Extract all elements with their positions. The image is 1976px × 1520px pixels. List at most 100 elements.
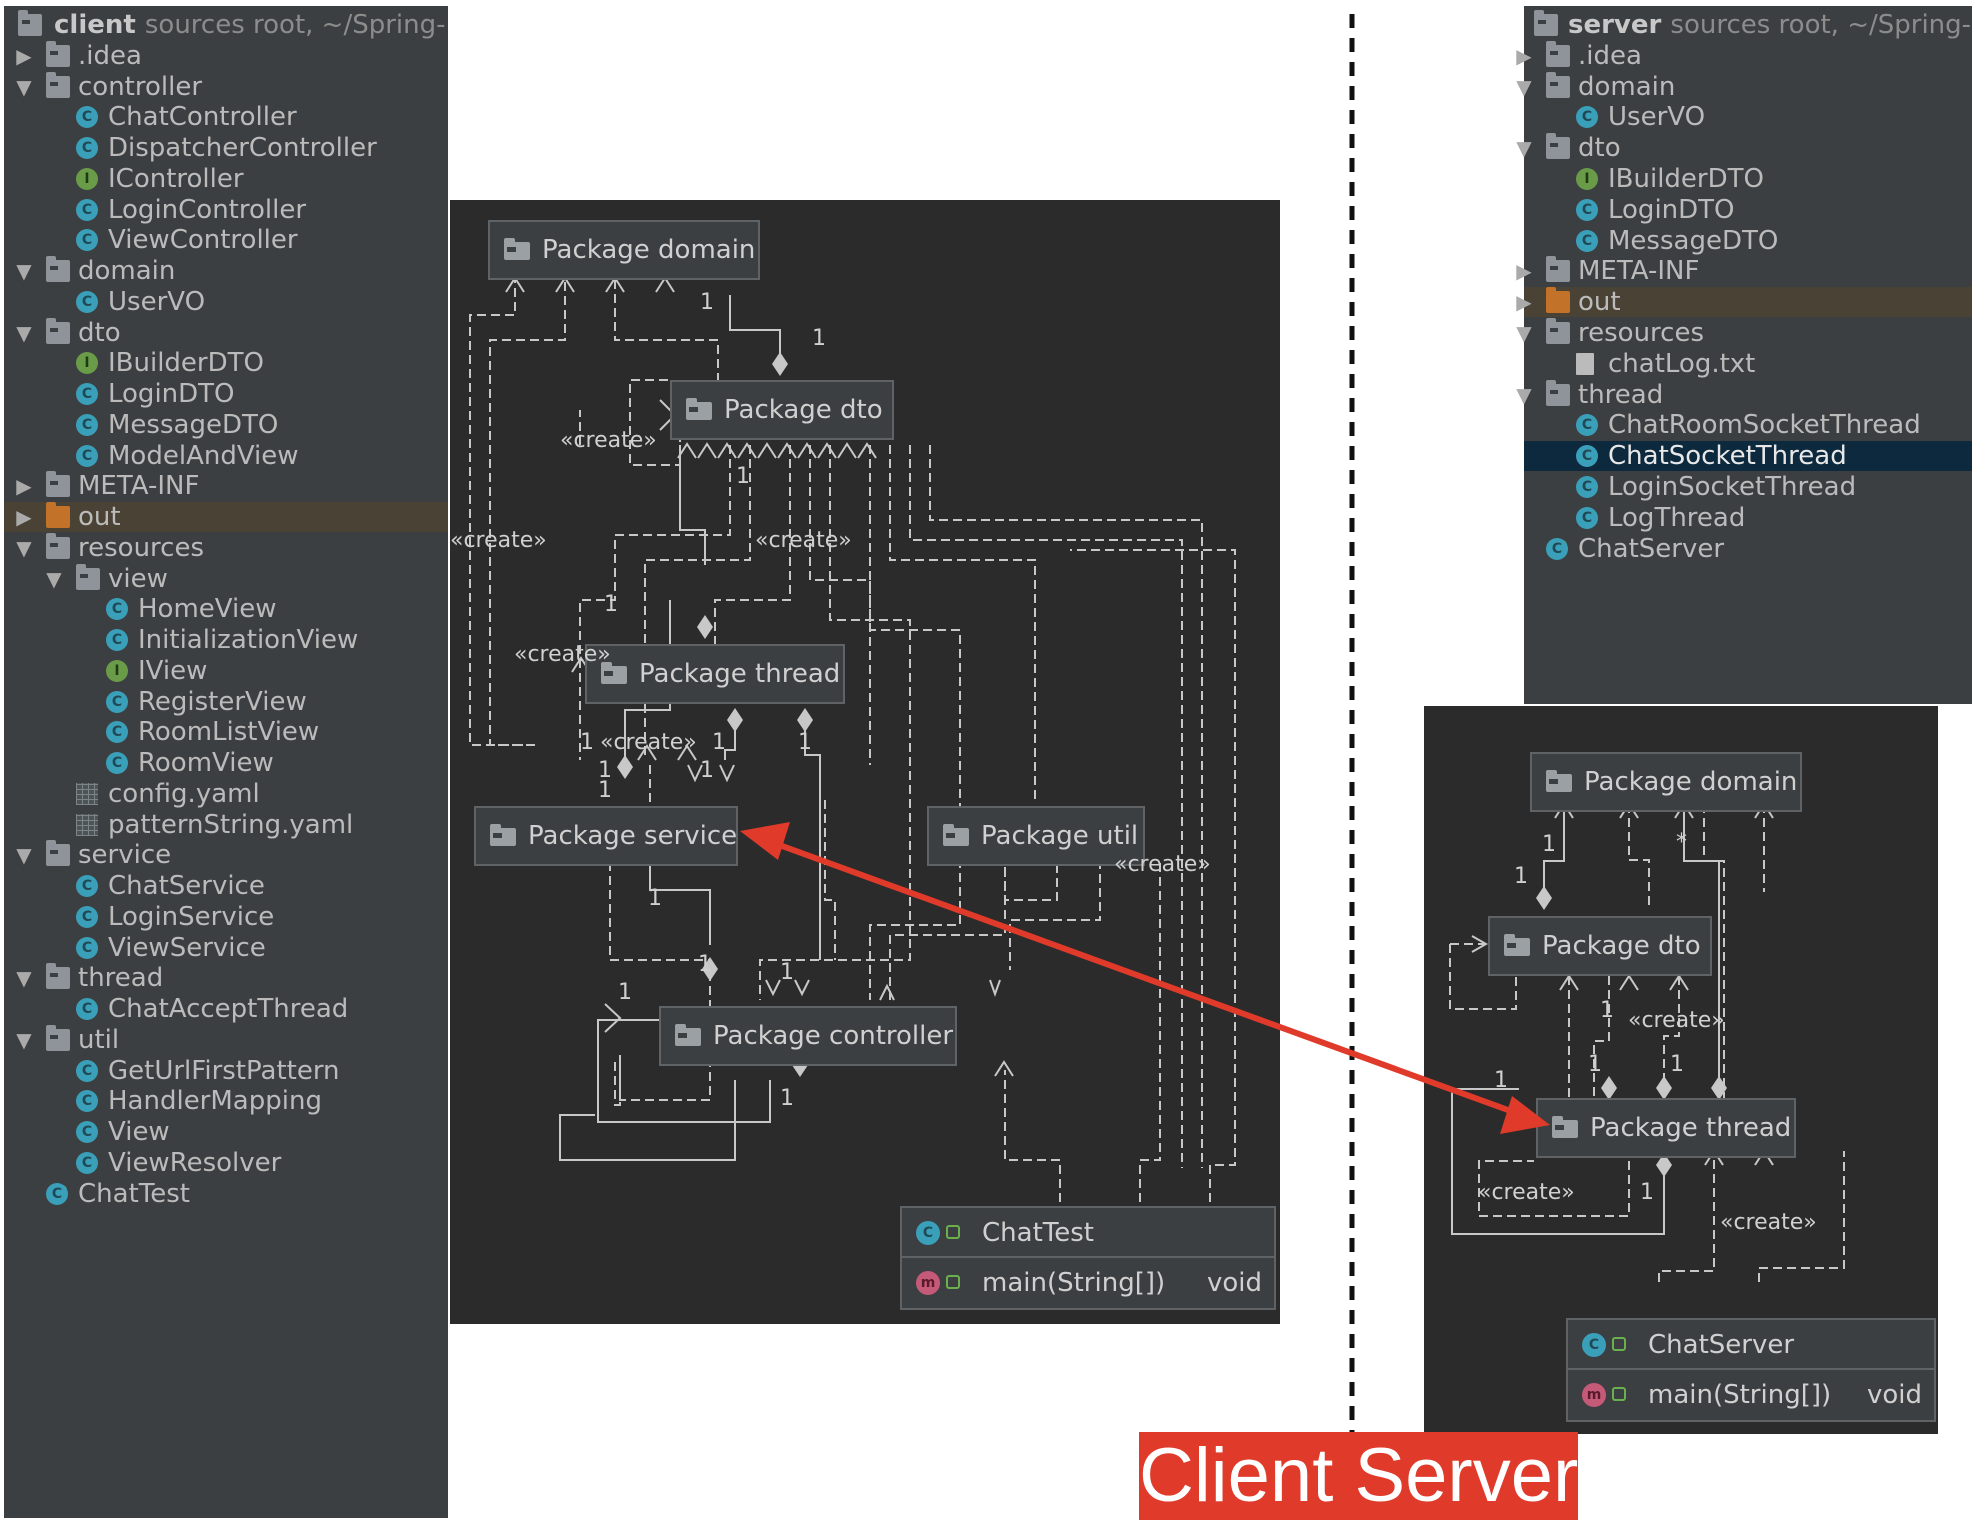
chevron-down-icon[interactable]: ▼ <box>16 259 32 283</box>
tree-item[interactable]: ▼service <box>4 840 448 870</box>
tree-item[interactable]: config.yaml <box>4 779 448 809</box>
package-util-node[interactable]: Package util <box>927 806 1145 866</box>
tree-item[interactable]: ▼domain <box>4 256 448 286</box>
tree-item[interactable]: ▼dto <box>4 317 448 348</box>
tree-item-label: thread <box>1578 379 1664 410</box>
chevron-down-icon[interactable]: ▼ <box>16 1027 32 1052</box>
server-package-domain-node[interactable]: Package domain <box>1530 752 1802 812</box>
tree-item[interactable]: ▼resources <box>4 532 448 563</box>
package-dto-node[interactable]: Package dto <box>670 380 894 440</box>
server-package-dto-node[interactable]: Package dto <box>1488 916 1712 976</box>
chevron-down-icon[interactable]: ▼ <box>16 966 32 991</box>
tree-item[interactable]: ▶out <box>1516 287 1972 318</box>
folder-icon <box>46 963 70 990</box>
chevron-right-icon[interactable]: ▶ <box>16 43 32 68</box>
tree-item[interactable]: ▶.idea <box>4 40 448 71</box>
multiplicity-label: 1 <box>648 886 662 911</box>
chevron-down-icon[interactable]: ▼ <box>1516 382 1532 407</box>
chevron-down-icon[interactable]: ▼ <box>46 566 62 591</box>
tree-item[interactable]: ▼thread <box>4 963 448 993</box>
chevron-right-icon[interactable]: ▶ <box>1516 290 1532 315</box>
tree-item[interactable]: ▼controller <box>4 71 448 102</box>
chevron-right-icon[interactable]: ▶ <box>16 474 32 499</box>
folder-icon <box>46 256 70 282</box>
chattest-class-node[interactable]: C ChatTest m main(String[]) void <box>900 1206 1276 1310</box>
public-visibility-icon <box>1612 1387 1626 1401</box>
tree-item[interactable]: ▶META-INF <box>4 471 448 501</box>
chevron-right-icon[interactable]: ▶ <box>16 505 32 529</box>
chevron-down-icon[interactable]: ▼ <box>1516 74 1532 99</box>
tree-item[interactable]: ▶out <box>4 502 448 532</box>
client-root-suffix: sources root, ~/Spring- <box>144 10 446 40</box>
package-service-node[interactable]: Package service <box>474 806 738 866</box>
chevron-down-icon[interactable]: ▼ <box>1516 136 1532 161</box>
tree-item[interactable]: ▼view <box>4 563 448 594</box>
chevron-down-icon[interactable]: ▼ <box>16 535 32 560</box>
tree-item[interactable]: patternString.yaml <box>4 810 448 840</box>
chevron-down-icon[interactable]: ▼ <box>16 843 32 868</box>
chevron-right-icon[interactable]: ▶ <box>1516 43 1532 68</box>
tree-item-label: ViewController <box>108 225 298 256</box>
tree-item[interactable]: ▼domain <box>1516 71 1972 102</box>
chevron-down-icon[interactable]: ▼ <box>16 320 32 345</box>
tree-item[interactable]: ▶.idea <box>1516 40 1972 71</box>
chatserver-class-node[interactable]: C ChatServer m main(String[]) void <box>1566 1318 1936 1422</box>
package-thread-node[interactable]: Package thread <box>585 644 845 704</box>
class-icon: C <box>106 752 128 774</box>
tree-item[interactable]: ▶META-INF <box>1516 256 1972 286</box>
tree-item-label: View <box>108 1117 170 1147</box>
tree-item[interactable]: ▼resources <box>1516 318 1972 348</box>
package-icon <box>943 824 969 846</box>
server-tree-root[interactable]: server sources root, ~/Spring- <box>1524 10 1972 40</box>
class-icon: C <box>106 721 128 744</box>
chevron-down-icon[interactable]: ▼ <box>16 74 32 99</box>
multiplicity-label: 1 <box>598 778 612 803</box>
client-tree-root[interactable]: client sources root, ~/Spring- <box>4 10 448 40</box>
chevron-down-icon[interactable]: ▼ <box>1516 321 1532 345</box>
chevron-right-icon[interactable]: ▶ <box>1516 259 1532 284</box>
server-root-name: server <box>1568 10 1662 40</box>
tree-item-label: ChatService <box>108 871 265 901</box>
package-domain-node[interactable]: Package domain <box>488 220 760 280</box>
tree-item[interactable]: ▼ thread <box>1516 379 1972 410</box>
server-package-thread-node[interactable]: Package thread <box>1536 1098 1796 1158</box>
tree-item[interactable]: chatLog.txt <box>1524 349 1972 379</box>
package-controller-node[interactable]: Package controller <box>659 1006 957 1066</box>
tree-item[interactable]: ▼dto <box>1516 133 1972 163</box>
tree-item[interactable]: ▼util <box>4 1024 448 1055</box>
